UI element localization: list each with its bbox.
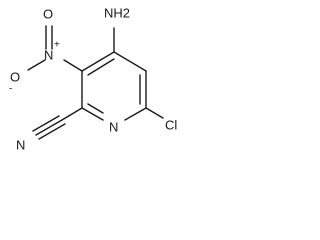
bond-c3-c4-inner — [87, 58, 115, 76]
chemical-structure-diagram: NH2 N Cl N N + O O - — [9, 6, 177, 153]
atom-label-chloro: Cl — [165, 118, 177, 133]
atom-label-nitro-oxygen-top: O — [43, 7, 53, 22]
bond-nitro-n-o-left — [27, 59, 46, 71]
bond-c3-c4 — [81, 51, 115, 72]
bond-c6-cl — [145, 107, 164, 119]
bond-c-n-triple-2 — [32, 115, 60, 132]
pyridine-ring — [81, 51, 147, 121]
atom-label-nitrile-nitrogen: N — [16, 138, 25, 153]
bond-n1-c2-inner — [87, 103, 104, 114]
bond-c4-c5 — [113, 51, 147, 72]
substituent-bonds — [27, 25, 164, 140]
bond-c2-c-nitrile — [61, 107, 83, 121]
bond-c-n-triple-3 — [38, 123, 66, 140]
atom-label-ring-nitrogen: N — [109, 120, 118, 135]
bond-c6-n1 — [124, 107, 147, 121]
bond-n1-c2 — [81, 107, 104, 121]
charge-label-nitro-oxygen-left: - — [9, 84, 12, 95]
atom-label-amino: NH2 — [104, 6, 130, 21]
charge-label-nitro-nitrogen: + — [54, 40, 60, 51]
atom-label-nitro-oxygen-left: O — [10, 70, 20, 85]
atom-label-nitro-nitrogen: N — [44, 48, 53, 63]
bond-c-n-triple-1 — [35, 119, 63, 136]
bond-c3-nitro-n — [63, 59, 83, 72]
